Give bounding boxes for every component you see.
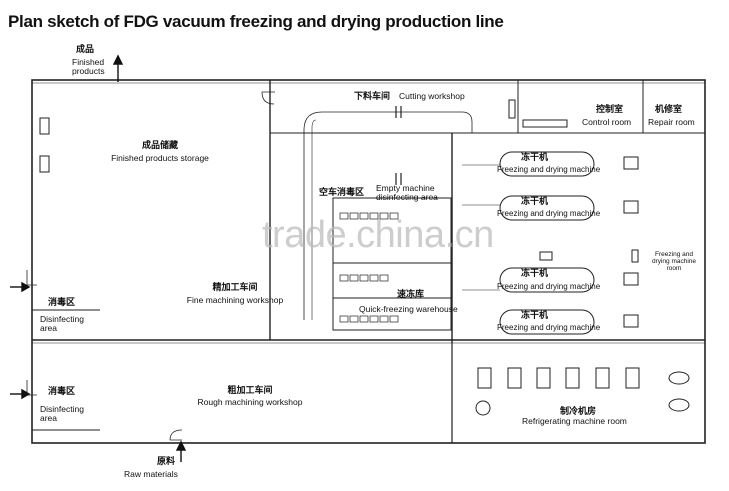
label-disinfect-2-cn: 消毒区 — [48, 386, 76, 396]
rail-loop — [303, 111, 323, 320]
label-raw-materials-cn: 原料 — [157, 456, 176, 466]
label-raw-materials-en: Raw materials — [124, 469, 178, 479]
freeze-dryer-4-cn: 冻干机 — [521, 310, 549, 320]
diagram-title: Plan sketch of FDG vacuum freezing and d… — [8, 12, 504, 31]
label-storage-cn: 成品储藏 — [141, 140, 178, 150]
label-quick-freezing-cn: 速冻库 — [397, 289, 425, 299]
label-refrigerating-cn: 制冷机房 — [560, 406, 597, 416]
freeze-dryer-1-en: Freezing and drying machine — [497, 165, 601, 174]
quick-freezing-zone — [332, 197, 452, 331]
trays — [339, 212, 399, 323]
label-disinfect-1-cn: 消毒区 — [48, 297, 76, 307]
label-cutting-en: Cutting workshop — [399, 91, 465, 101]
label-fine-machining-en: Fine machining workshop — [186, 295, 284, 305]
tank — [668, 371, 690, 385]
label-control-en: Control room — [582, 117, 632, 127]
label-fine-machining-cn: 精加工车间 — [212, 282, 258, 292]
compressor-row — [477, 367, 640, 389]
label-empty-machine-en: Empty machine disinfecting area — [376, 183, 438, 202]
freeze-dryer-2-en: Freezing and drying machine — [497, 209, 601, 218]
label-rough-machining-cn: 粗加工车间 — [227, 385, 273, 395]
label-refrigerating-en: Refrigerating machine room — [522, 416, 627, 426]
label-storage-en: Finished products storage — [111, 153, 209, 163]
freeze-dryer-3 — [499, 267, 639, 293]
freeze-dryer-2-cn: 冻干机 — [521, 196, 549, 206]
control-desk — [522, 119, 568, 128]
watermark: trade.china.cn — [262, 214, 494, 256]
storage-rack — [39, 155, 50, 173]
storage-rack — [39, 117, 50, 135]
label-quick-freezing-en: Quick-freezing warehouse — [359, 304, 458, 314]
tank — [668, 398, 690, 412]
label-rough-machining-en: Rough machining workshop — [197, 397, 303, 407]
label-disinfect-2-en: Disinfecting area — [40, 404, 84, 423]
freeze-dryer-1-cn: 冻干机 — [521, 152, 549, 162]
door — [261, 91, 275, 105]
door — [26, 270, 37, 286]
tank — [475, 400, 491, 416]
freeze-dryer-2 — [499, 195, 639, 221]
label-repair-cn: 机修室 — [655, 104, 683, 114]
door — [169, 429, 183, 441]
freeze-dryer-3-cn: 冻干机 — [521, 268, 549, 278]
label-disinfect-1-en: Disinfecting area — [40, 314, 84, 333]
label-fd-room-en: Freezing and drying machine room — [651, 251, 697, 272]
label-finished-products-en: Finished products — [72, 57, 105, 76]
label-finished-products-cn: 成品 — [76, 44, 95, 54]
freeze-dryer-3-en: Freezing and drying machine — [497, 282, 601, 291]
freeze-dryer-1 — [499, 151, 639, 177]
label-cutting-cn: 下料车间 — [354, 91, 391, 101]
label-empty-machine-cn: 空车消毒区 — [319, 187, 365, 197]
freeze-dryer-4-en: Freezing and drying machine — [497, 323, 601, 332]
label-control-cn: 控制室 — [596, 104, 624, 114]
freeze-dryer-4 — [499, 309, 639, 335]
label-repair-en: Repair room — [648, 117, 695, 127]
outer-wall — [31, 79, 706, 444]
